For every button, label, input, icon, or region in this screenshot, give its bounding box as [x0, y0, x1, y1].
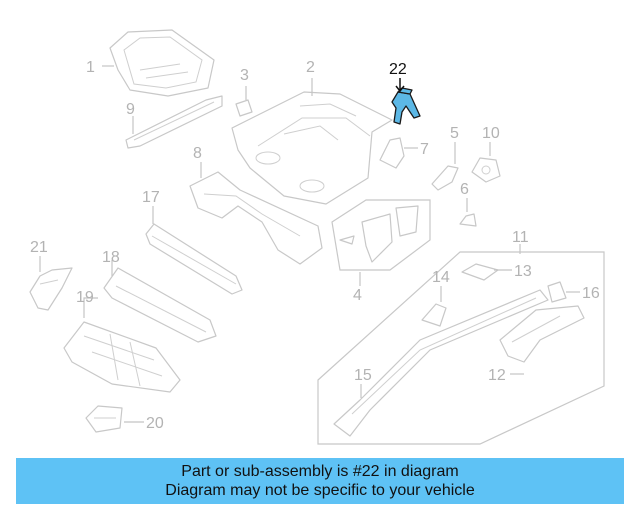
- label-11: 11: [512, 229, 529, 246]
- part-10-cap: 10: [471, 125, 501, 183]
- label-3: 3: [240, 67, 249, 84]
- label-21: 21: [30, 239, 48, 256]
- part-5-bracket: 5: [431, 125, 459, 191]
- part-6-bracket: 6: [459, 181, 477, 227]
- label-12: 12: [488, 367, 506, 384]
- label-13: 13: [514, 263, 532, 280]
- part-19-floor-section: 19: [63, 289, 181, 393]
- part-18-floor-panel: 18: [102, 249, 217, 343]
- part-17-member: 17: [142, 189, 243, 295]
- part-2-rear-floor-pan: 2: [231, 59, 393, 205]
- label-19: 19: [76, 289, 94, 306]
- label-17: 17: [142, 189, 160, 206]
- label-10: 10: [482, 125, 500, 142]
- part-21-bracket: 21: [29, 239, 73, 311]
- part-4-assembly-box: 4: [331, 199, 431, 304]
- label-22: 22: [389, 61, 407, 78]
- label-6: 6: [460, 181, 469, 198]
- label-20: 20: [146, 415, 164, 432]
- part-9-rail: 9: [125, 95, 223, 149]
- label-5: 5: [450, 125, 459, 142]
- part-8-crossmember: 8: [189, 145, 323, 265]
- part-3-bracket: 3: [235, 67, 253, 117]
- caption-line-disclaimer: Diagram may not be specific to your vehi…: [165, 482, 475, 499]
- caption-line-part: Part or sub-assembly is #22 in diagram: [181, 463, 459, 480]
- part-7-bracket: 7: [379, 137, 429, 169]
- label-1: 1: [86, 59, 95, 76]
- label-8: 8: [193, 145, 202, 162]
- label-16: 16: [582, 285, 600, 302]
- label-2: 2: [306, 59, 315, 76]
- part-20-tray: 20: [85, 405, 164, 433]
- label-4: 4: [353, 287, 362, 304]
- label-18: 18: [102, 249, 120, 266]
- label-7: 7: [420, 141, 429, 158]
- label-9: 9: [126, 101, 135, 118]
- label-15: 15: [354, 367, 372, 384]
- part-22-bracket-highlighted: 22: [389, 61, 421, 125]
- part-1-spare-tire-tub: 1: [86, 29, 215, 97]
- label-14: 14: [432, 269, 450, 286]
- part-11-rail-assembly-box: 11 15 14 13 16 12: [317, 229, 605, 445]
- caption-banner: Part or sub-assembly is #22 in diagram D…: [16, 458, 624, 504]
